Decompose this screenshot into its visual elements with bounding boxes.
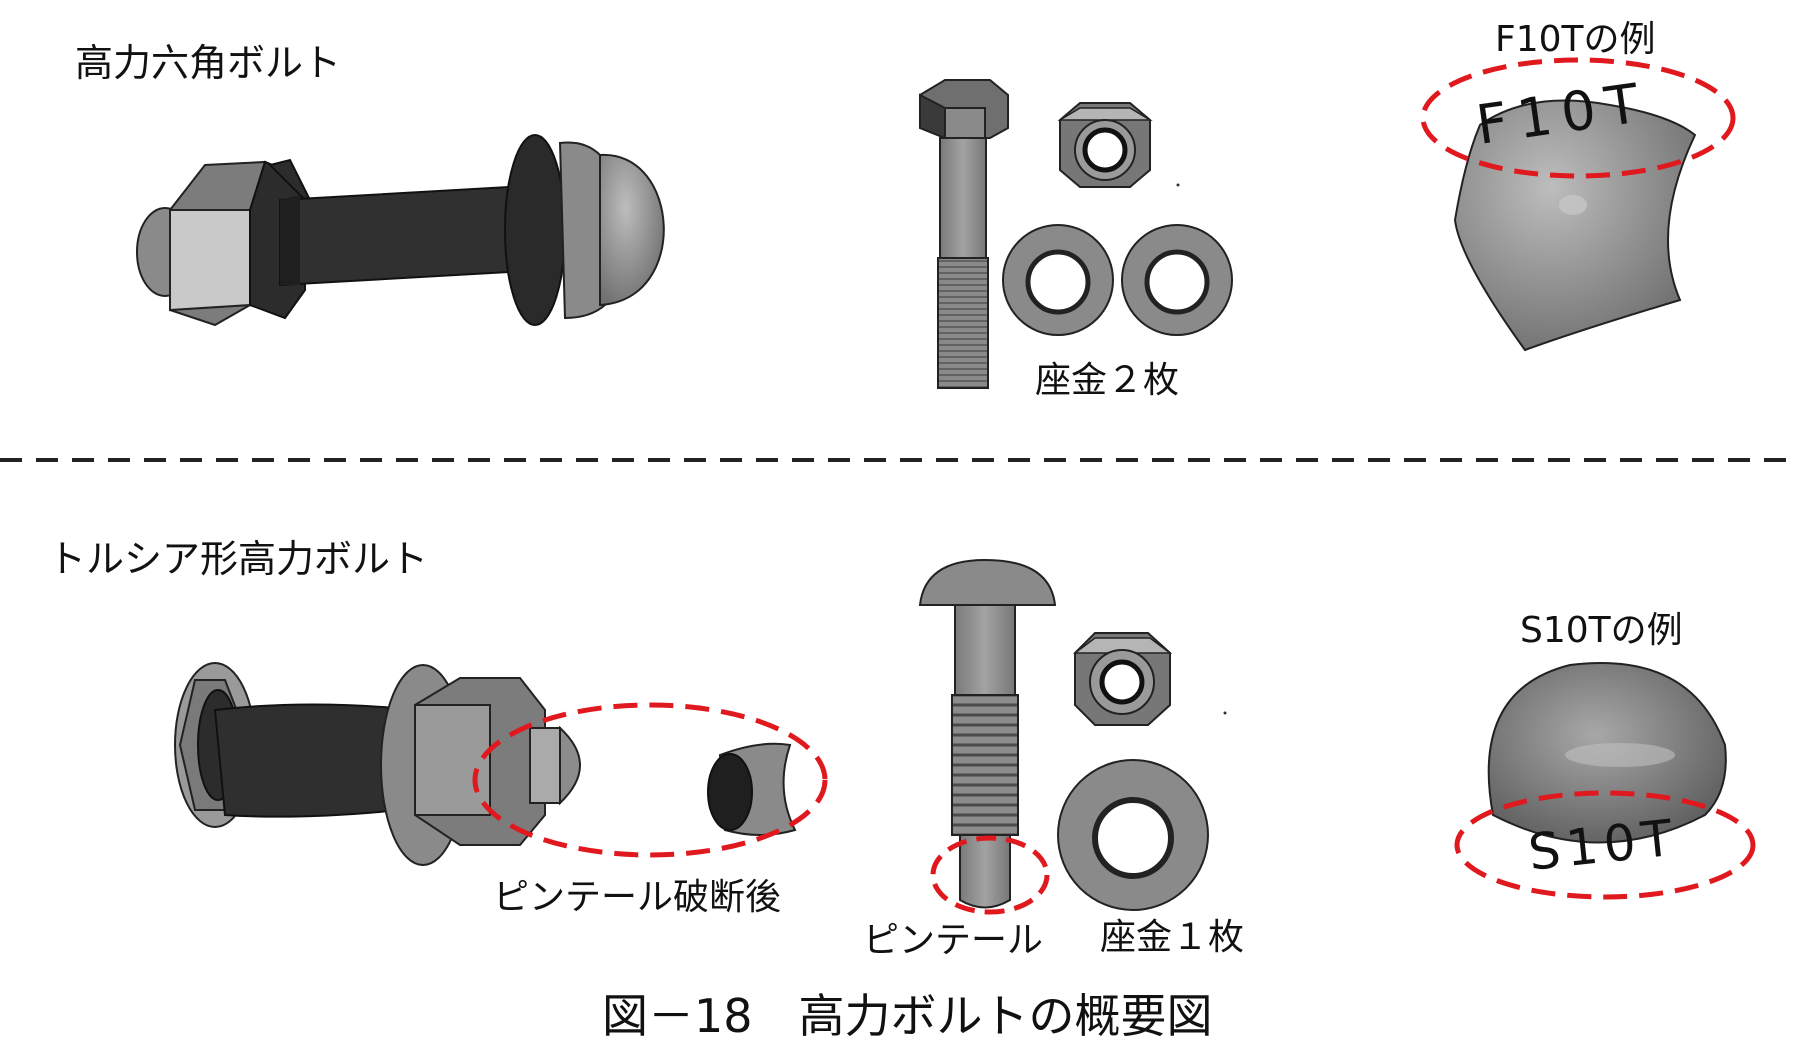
torque-shear-bolt-assembly	[174, 662, 828, 866]
high-strength-hex-bolt-title: 高力六角ボルト	[75, 41, 342, 85]
f10t-example-label: F10Tの例	[1495, 19, 1656, 60]
torque-shear-bolt-parts	[918, 558, 1209, 915]
f10t-highlight-ring	[1420, 57, 1736, 179]
one-washer-label: 座金１枚	[1100, 917, 1245, 958]
two-washers-label: 座金２枚	[1035, 360, 1180, 401]
s10t-highlight-ring	[1454, 790, 1756, 900]
hex-bolt-assembly	[136, 134, 665, 327]
pintail-after-break-label: ピンテール破断後	[493, 877, 782, 918]
torque-shear-bolt-title: トルシア形高力ボルト	[48, 537, 429, 581]
figure-caption: 図－18 高力ボルトの概要図	[602, 989, 1213, 1043]
s10t-bolt-head: S10T	[1454, 661, 1756, 900]
hex-bolt-parts	[919, 79, 1233, 389]
f10t-bolt-head: F10T	[1420, 57, 1736, 352]
pintail-break-highlight	[472, 702, 828, 858]
pintail-highlight	[930, 835, 1050, 915]
s10t-example-label: S10Tの例	[1520, 610, 1683, 651]
pintail-label: ピンテール	[863, 920, 1044, 961]
